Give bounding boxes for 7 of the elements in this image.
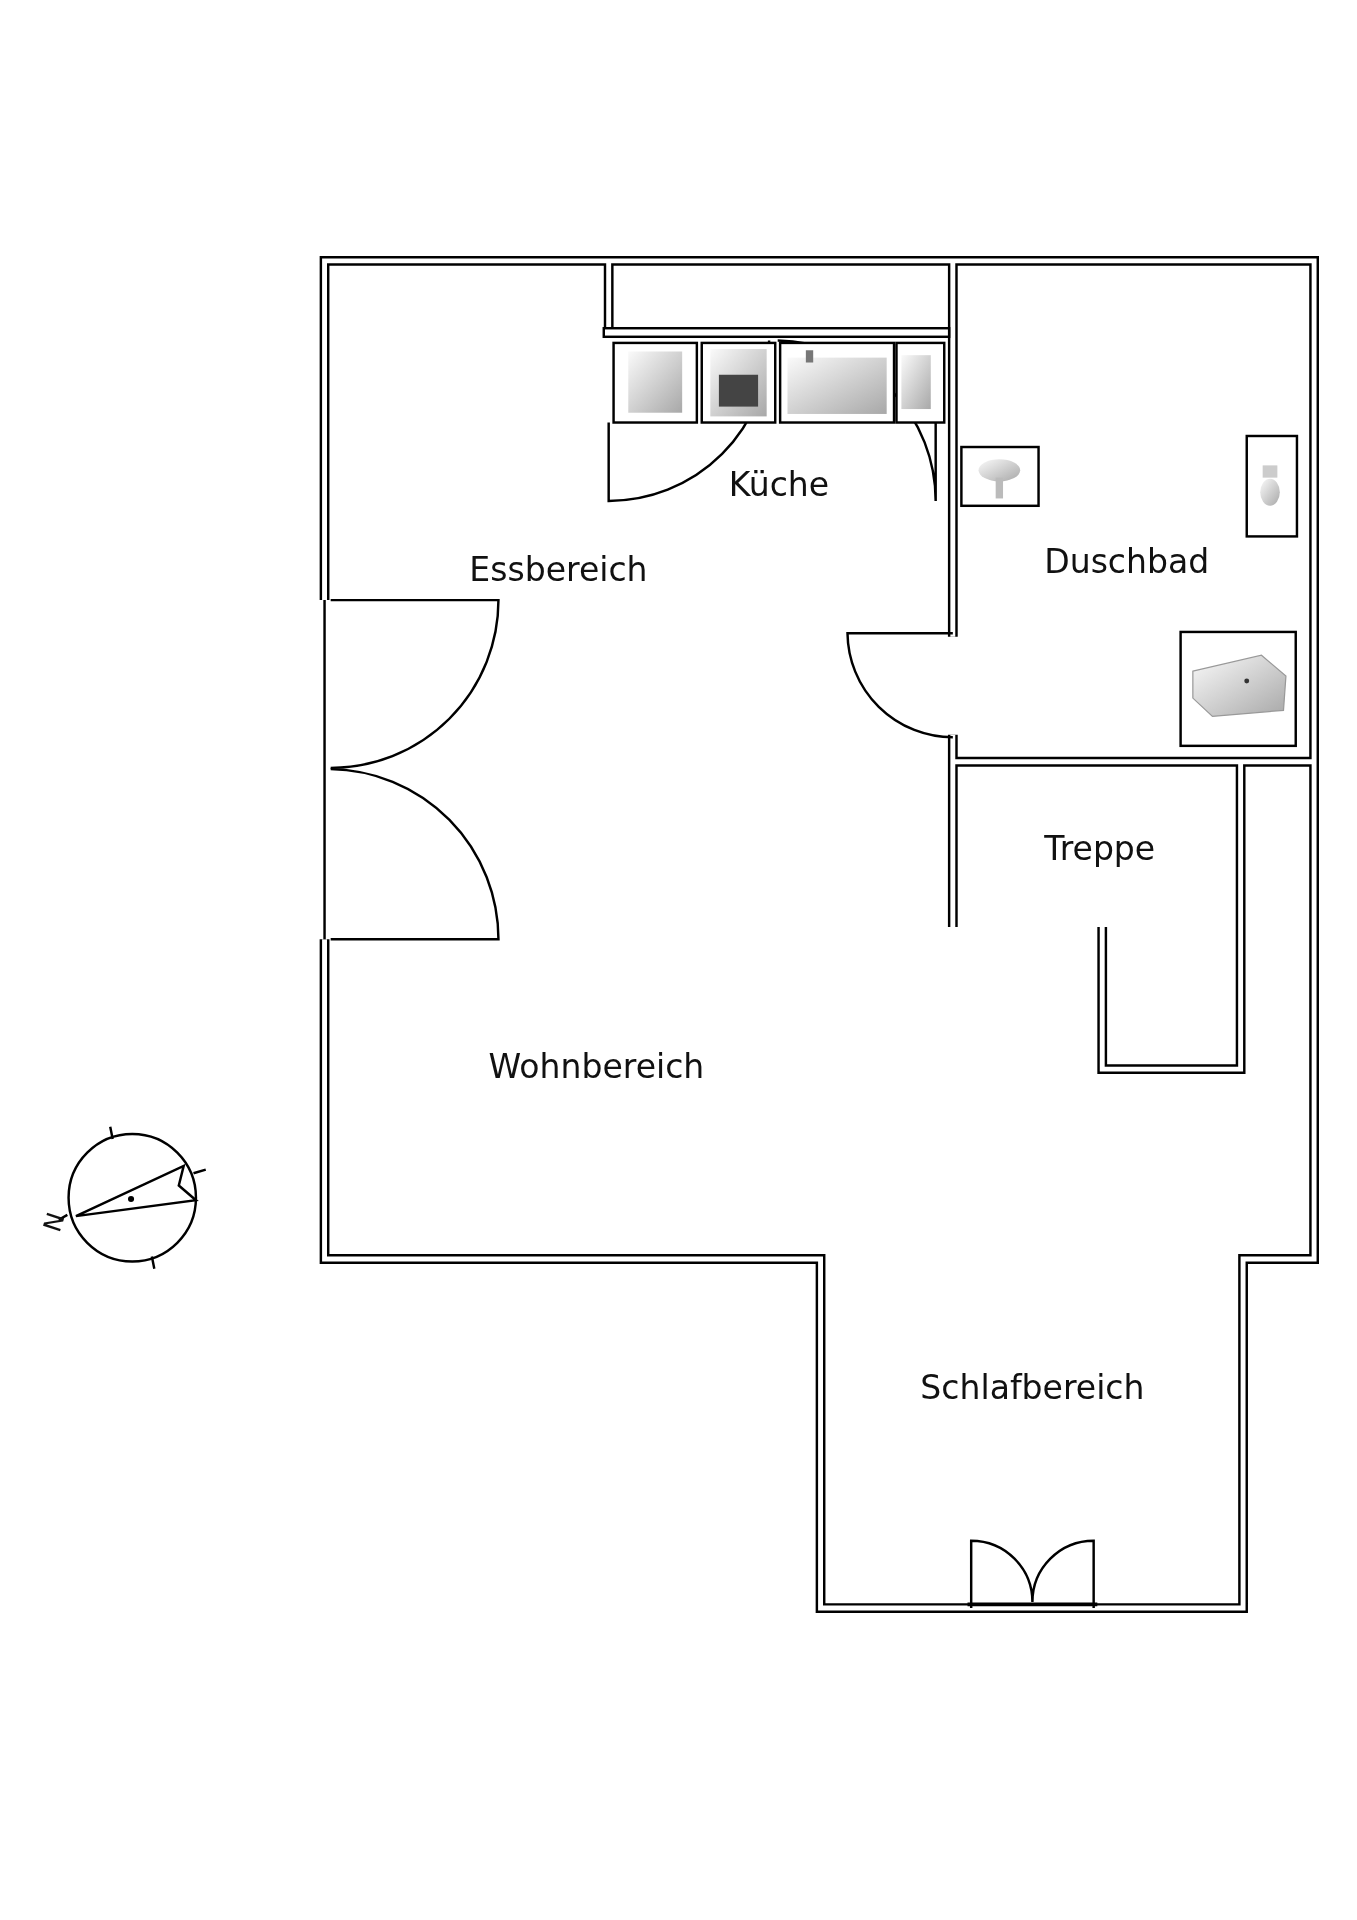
- room-label: Küche: [728, 466, 830, 504]
- room-label: Essbereich: [469, 551, 648, 588]
- room-label: Schlafbereich: [920, 1369, 1145, 1406]
- room-label: Treppe: [1044, 830, 1156, 867]
- compass-north-letter: N: [38, 1209, 70, 1236]
- room-label: Duschbad: [1044, 543, 1210, 581]
- room-label: Wohnbereich: [488, 1048, 705, 1085]
